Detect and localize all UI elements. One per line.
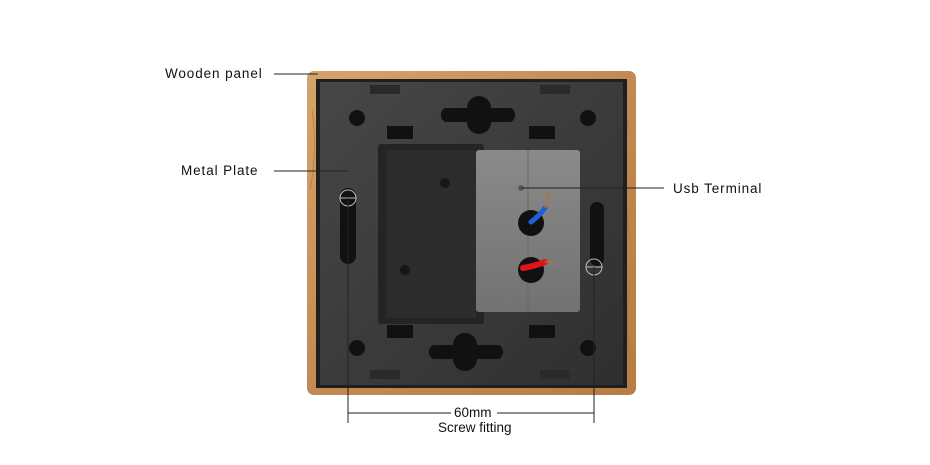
metal-plate-label: Metal Plate <box>181 163 259 178</box>
dimension-caption: Screw fitting <box>438 420 512 435</box>
dimension-lines <box>347 198 595 423</box>
metal-plate <box>316 79 627 388</box>
usb-terminal-block <box>476 150 580 312</box>
usb-terminal-label: Usb Terminal <box>673 181 763 196</box>
wooden-panel-label: Wooden panel <box>165 66 263 81</box>
dimension-value: 60mm <box>454 405 492 420</box>
